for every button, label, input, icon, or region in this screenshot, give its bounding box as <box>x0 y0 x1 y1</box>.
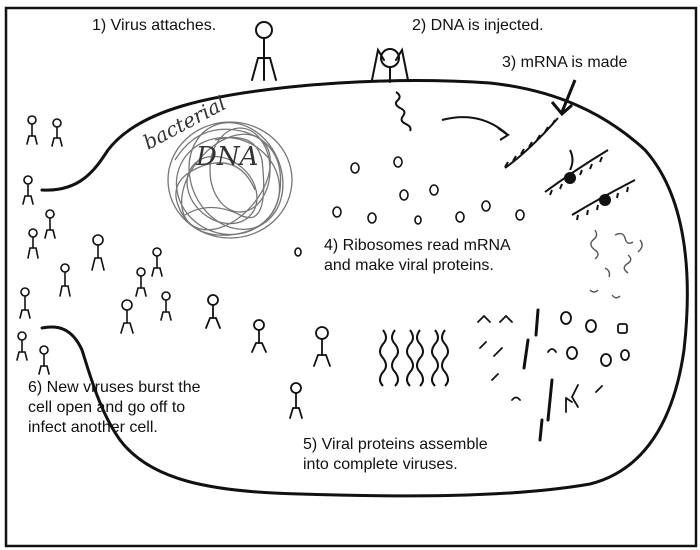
ribosome <box>564 172 576 184</box>
released-virus <box>23 176 33 204</box>
caption-line: 4) Ribosomes read mRNA <box>324 236 511 256</box>
arrow-from-step3-head <box>552 102 572 114</box>
caption-line: 2) DNA is injected. <box>412 16 544 36</box>
released-virus <box>152 248 162 276</box>
step6-caption: 6) New viruses burst the cell open and g… <box>28 378 201 438</box>
released-virus <box>161 292 171 320</box>
viral-protein-squiggles <box>590 230 642 298</box>
step5-caption: 5) Viral proteins assemble into complete… <box>303 435 488 475</box>
step2-caption: 2) DNA is injected. <box>412 16 544 36</box>
completed-viruses <box>206 295 330 418</box>
completed-virus <box>290 383 302 418</box>
injected-viral-dna <box>396 92 411 131</box>
released-virus <box>39 346 49 374</box>
caption-line: 6) New viruses burst the <box>28 378 201 398</box>
released-virus <box>28 229 38 258</box>
released-virus <box>60 264 70 296</box>
released-virus <box>27 116 37 144</box>
caption-line: 3) mRNA is made <box>502 53 627 73</box>
protein-parts <box>478 310 629 440</box>
released-virus <box>121 300 133 333</box>
completed-virus <box>206 295 220 328</box>
step3-caption: 3) mRNA is made <box>502 53 627 73</box>
completed-virus <box>314 327 330 366</box>
caption-line: 5) Viral proteins assemble <box>303 435 488 455</box>
caption-line: infect another cell. <box>28 418 201 438</box>
released-virus <box>92 235 104 270</box>
caption-line: cell open and go off to <box>28 398 201 418</box>
caption-line: and make viral proteins. <box>324 256 511 276</box>
mrna-strands <box>505 118 635 220</box>
released-viruses <box>17 116 171 374</box>
released-virus <box>136 268 146 296</box>
attaching-virus <box>252 22 276 80</box>
completed-virus <box>252 320 266 352</box>
released-virus <box>20 288 30 318</box>
ribosome <box>599 194 611 206</box>
arrow-to-mrna <box>442 117 508 135</box>
dna-label-text: DNA <box>195 142 258 172</box>
released-virus <box>17 332 27 360</box>
released-virus <box>52 119 62 146</box>
step4-caption: 4) Ribosomes read mRNA and make viral pr… <box>324 236 511 276</box>
caption-line: into complete viruses. <box>303 455 488 475</box>
injecting-virus <box>372 49 408 82</box>
released-virus <box>45 210 55 238</box>
caption-line: 1) Virus attaches. <box>92 16 216 36</box>
assembling-dna-strands <box>380 330 448 386</box>
step1-caption: 1) Virus attaches. <box>92 16 216 36</box>
